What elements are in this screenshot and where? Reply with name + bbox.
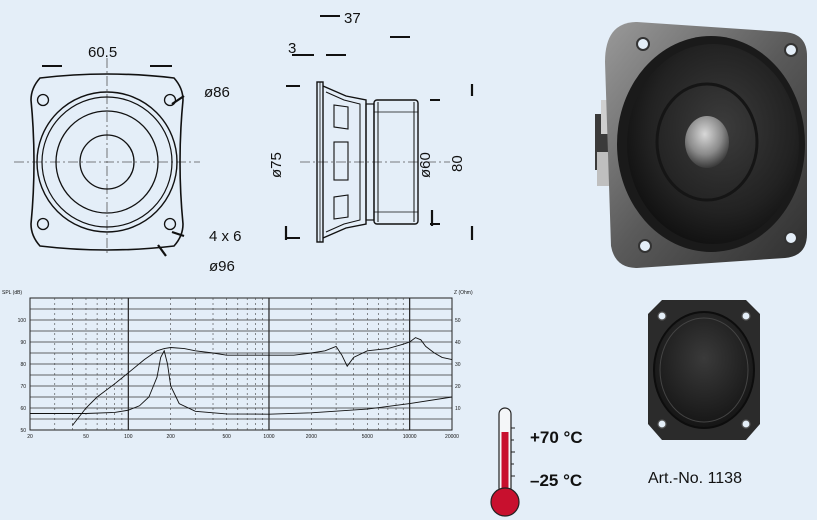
magnet-diameter-label: ø60 <box>417 152 434 178</box>
y-axis-label: SPL (dB) <box>2 290 22 296</box>
impedance-curve <box>30 349 453 415</box>
x-tick-label: 5000 <box>362 434 373 440</box>
y-tick-label: 50 <box>20 428 26 434</box>
hole-circle-label: ø96 <box>209 258 235 275</box>
x-tick-label: 1000 <box>263 434 274 440</box>
x-tick-label: 100 <box>124 434 133 440</box>
x-tick-label: 50 <box>83 434 89 440</box>
speaker-photo-angled <box>595 22 807 268</box>
x-tick-label: 20 <box>27 434 33 440</box>
y2-axis-label: Z (Ohm) <box>454 290 473 296</box>
cutout-diameter-label: ø86 <box>204 84 230 101</box>
front-view-drawing <box>14 58 200 257</box>
frequency-response-chart: SPL (dB)Z (Ohm)5060708090100102030405020… <box>2 290 473 440</box>
x-tick-label: 10000 <box>403 434 417 440</box>
holes-label: 4 x 6 <box>209 228 242 245</box>
spl-curve <box>71 337 453 426</box>
y2-tick-label: 20 <box>455 384 461 390</box>
y2-tick-label: 10 <box>455 406 461 412</box>
width-dimension-label: 60.5 <box>88 44 118 61</box>
flange-thickness-label: 3 <box>288 40 297 57</box>
y-tick-label: 70 <box>20 384 26 390</box>
max-temperature-label: +70 °C <box>530 428 583 447</box>
y-tick-label: 90 <box>20 340 26 346</box>
height-dimension-label: 80 <box>449 155 466 172</box>
y2-tick-label: 40 <box>455 340 461 346</box>
x-tick-label: 2000 <box>306 434 317 440</box>
x-tick-label: 20000 <box>445 434 459 440</box>
speaker-photo-front <box>648 300 760 440</box>
depth-dimension-label: 37 <box>344 10 361 27</box>
article-number: Art.-No. 1138 <box>648 470 742 487</box>
y-tick-label: 80 <box>20 362 26 368</box>
side-view-drawing <box>284 15 474 243</box>
min-temperature-label: –25 °C <box>530 471 583 490</box>
x-tick-label: 200 <box>166 434 175 440</box>
y-tick-label: 100 <box>18 318 27 324</box>
y2-tick-label: 30 <box>455 362 461 368</box>
y-tick-label: 60 <box>20 406 26 412</box>
y2-tick-label: 50 <box>455 318 461 324</box>
x-tick-label: 500 <box>222 434 231 440</box>
thermometer-icon <box>490 407 520 517</box>
body-diameter-label: ø75 <box>268 152 285 178</box>
